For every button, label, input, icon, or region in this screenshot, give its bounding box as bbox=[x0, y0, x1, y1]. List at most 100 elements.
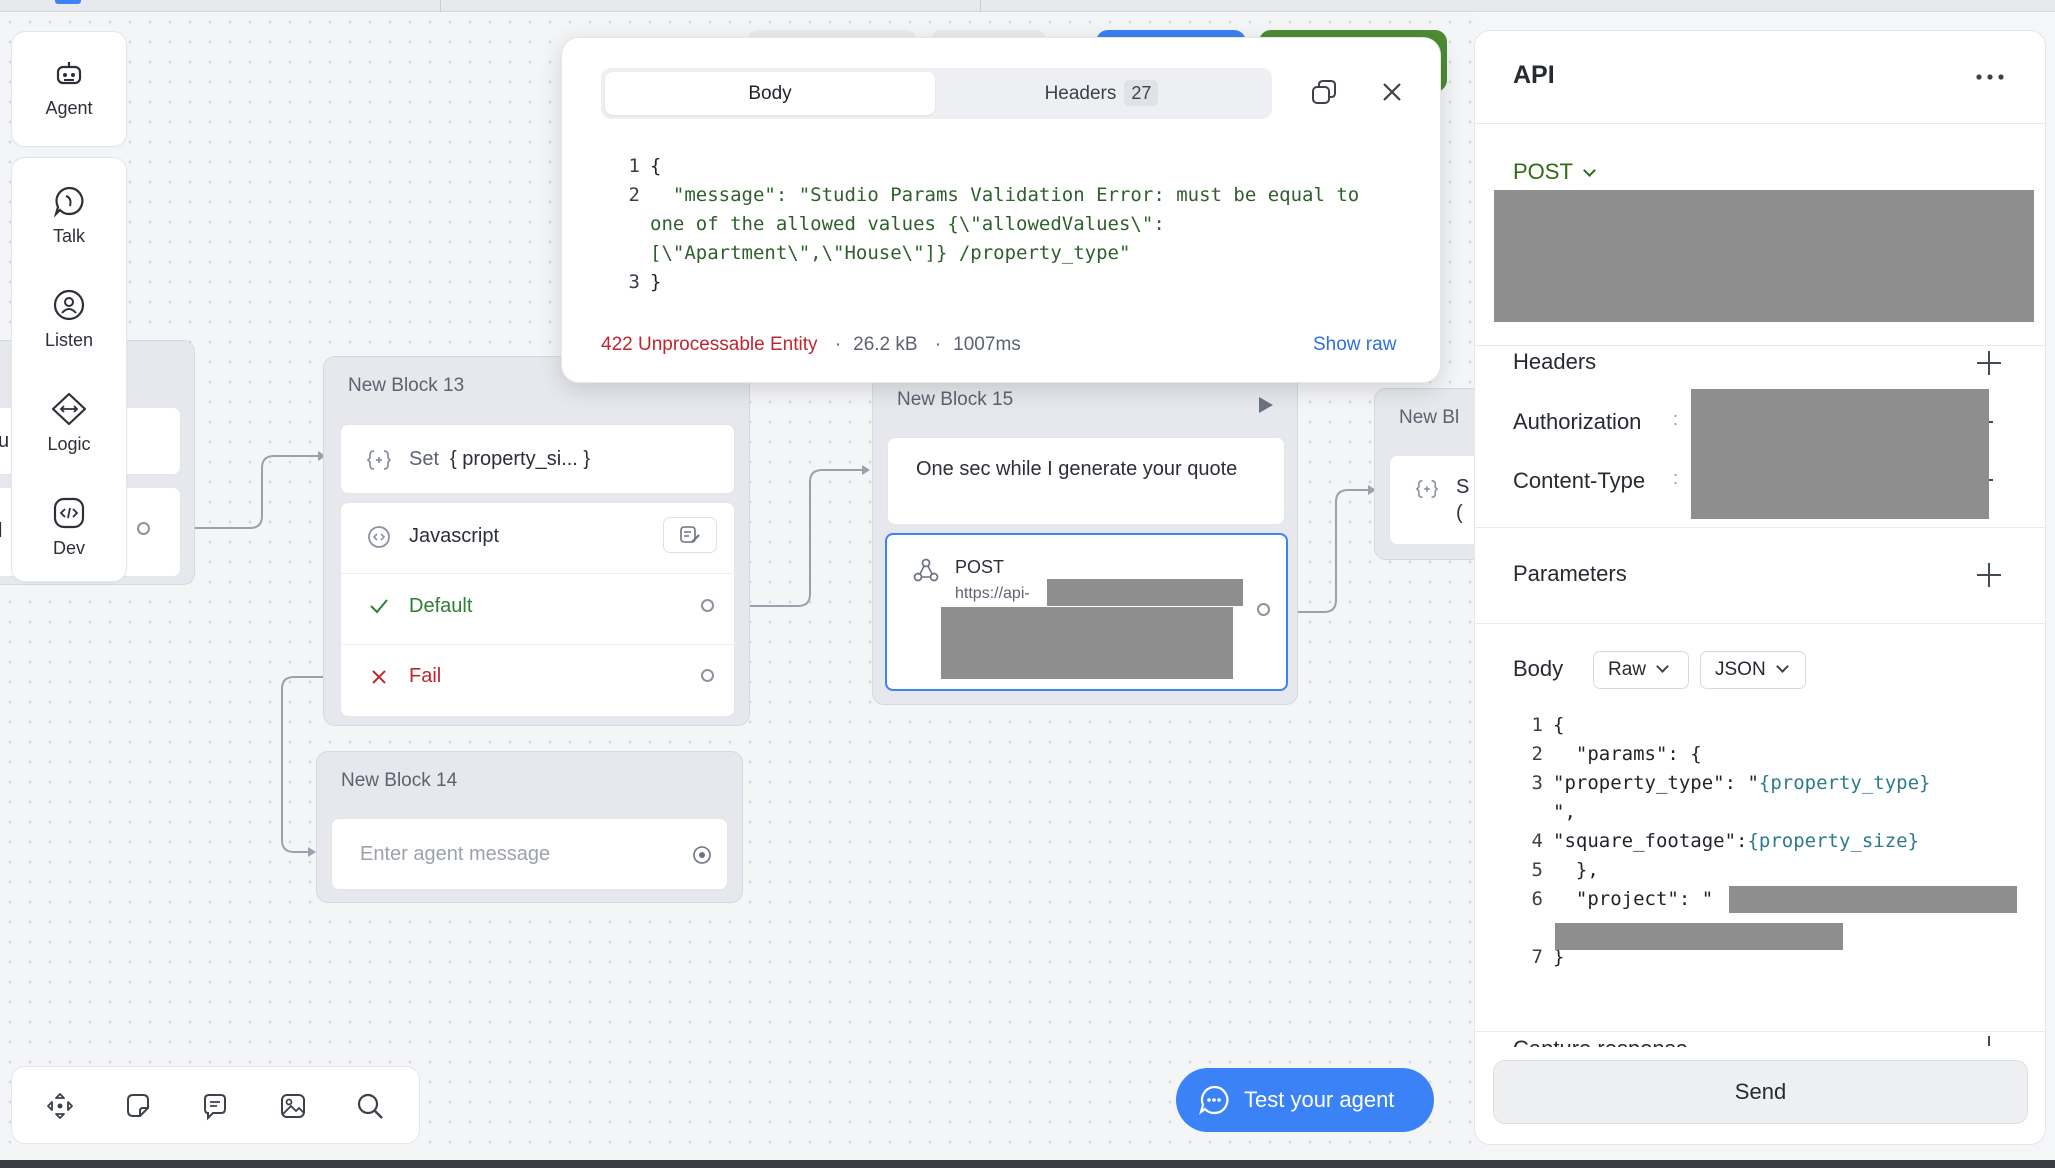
message-placeholder: Enter agent message bbox=[360, 843, 551, 865]
step-text: ( bbox=[1456, 502, 1463, 524]
add-capture-icon[interactable] bbox=[1977, 1036, 2001, 1046]
check-icon bbox=[370, 599, 388, 614]
response-body: 1{ 2 "message": "Studio Params Validatio… bbox=[628, 155, 1360, 293]
body-label: Body bbox=[1513, 656, 1564, 681]
body-editor[interactable]: 1{ 2 "params": { 3 "property_type": "{pr… bbox=[1531, 714, 1931, 968]
robot-icon bbox=[56, 62, 82, 85]
variable-icon bbox=[1416, 479, 1438, 499]
response-time: 1007ms bbox=[953, 334, 1021, 355]
block-title: New Bl bbox=[1399, 407, 1460, 428]
edit-icon bbox=[680, 526, 700, 543]
move-icon[interactable] bbox=[45, 1091, 75, 1121]
talk-label: Talk bbox=[52, 226, 85, 246]
project-redacted bbox=[1729, 886, 2017, 913]
copy-icon[interactable] bbox=[1310, 78, 1338, 106]
tab-body-label: Body bbox=[748, 83, 792, 104]
separator: · bbox=[834, 334, 842, 355]
tab-separator bbox=[980, 0, 981, 12]
body-mode-select[interactable]: Raw bbox=[1593, 651, 1689, 689]
headers-label: Headers bbox=[1513, 349, 1597, 374]
block-13[interactable]: New Block 13 Set { property_si... } Java… bbox=[323, 356, 750, 726]
block-15[interactable]: New Block 15 One sec while I generate yo… bbox=[872, 370, 1298, 705]
send-label: Send bbox=[1734, 1079, 1787, 1104]
send-button[interactable]: Send bbox=[1493, 1060, 2028, 1124]
status-code: 422 Unprocessable Entity bbox=[601, 334, 818, 355]
output-port[interactable] bbox=[137, 522, 150, 535]
logic-icon bbox=[51, 392, 87, 426]
listen-button[interactable]: Listen bbox=[12, 288, 126, 351]
dev-label: Dev bbox=[52, 538, 85, 558]
chat-icon bbox=[1199, 1085, 1229, 1115]
step-text: S bbox=[1456, 476, 1470, 498]
capture-response-label: Capture response bbox=[1513, 1031, 1688, 1047]
target-icon bbox=[693, 846, 711, 864]
listen-label: Listen bbox=[44, 330, 94, 350]
url-redacted[interactable] bbox=[1494, 190, 2034, 322]
agent-button[interactable]: Agent bbox=[12, 58, 126, 119]
add-parameter-icon[interactable] bbox=[1977, 563, 2001, 587]
api-output-port[interactable] bbox=[1257, 603, 1270, 616]
body-mode-value: Raw bbox=[1608, 659, 1647, 680]
set-step[interactable]: Set { property_si... } bbox=[340, 424, 735, 494]
webhook-icon bbox=[913, 558, 939, 582]
project-redacted bbox=[1555, 923, 1843, 950]
header-separator: : bbox=[1673, 468, 1679, 488]
header-separator: : bbox=[1673, 409, 1679, 429]
api-url: https://api- bbox=[955, 585, 1030, 602]
api-panel: API POST Headers Authorization : Content… bbox=[1474, 30, 2046, 1145]
tab-headers[interactable]: Headers 27 bbox=[935, 72, 1268, 115]
image-icon[interactable] bbox=[278, 1091, 308, 1121]
api-step[interactable]: POST https://api- bbox=[885, 533, 1288, 691]
header-key: Content-Type bbox=[1513, 468, 1646, 493]
fail-output-port[interactable] bbox=[701, 669, 714, 682]
redacted-region bbox=[1047, 579, 1243, 606]
test-agent-label: Test your agent bbox=[1244, 1087, 1395, 1112]
response-tabs: Body Headers 27 bbox=[601, 68, 1272, 119]
panel-title: API bbox=[1513, 61, 1555, 89]
add-header-icon[interactable] bbox=[1977, 351, 2001, 375]
api-method: POST bbox=[955, 557, 1005, 577]
default-path-label: Default bbox=[409, 595, 473, 617]
dev-button[interactable]: Dev bbox=[12, 496, 126, 559]
javascript-label: Javascript bbox=[409, 525, 500, 547]
chevron-down-icon bbox=[1656, 660, 1669, 673]
more-icon[interactable] bbox=[1975, 73, 2005, 81]
block-title: New Block 13 bbox=[348, 375, 465, 396]
tab-body[interactable]: Body bbox=[605, 72, 935, 115]
headers-count-badge: 27 bbox=[1124, 80, 1159, 106]
default-output-port[interactable] bbox=[701, 599, 714, 612]
talk-icon bbox=[53, 186, 84, 218]
agent-message-input[interactable]: Enter agent message bbox=[331, 818, 728, 890]
block-title: New Block 14 bbox=[341, 770, 458, 791]
canvas-toolbar bbox=[11, 1066, 420, 1144]
code-icon bbox=[53, 497, 85, 529]
set-prefix: Set bbox=[409, 448, 440, 470]
play-icon[interactable] bbox=[1255, 395, 1275, 415]
test-agent-button[interactable]: Test your agent bbox=[1176, 1068, 1434, 1132]
response-meta: 422 Unprocessable Entity ·26.2 kB ·1007m… bbox=[601, 334, 1021, 356]
talk-button[interactable]: Talk bbox=[12, 184, 126, 247]
show-raw-link[interactable]: Show raw bbox=[1313, 334, 1397, 355]
logic-label: Logic bbox=[47, 434, 91, 454]
chevron-down-icon bbox=[1775, 660, 1789, 673]
search-icon[interactable] bbox=[355, 1091, 385, 1121]
comment-icon[interactable] bbox=[200, 1091, 230, 1121]
header-values-redacted[interactable] bbox=[1691, 389, 1989, 519]
set-label: { property_si... } bbox=[450, 448, 591, 470]
fail-path-label: Fail bbox=[409, 665, 442, 687]
tab-headers-label: Headers bbox=[1044, 83, 1117, 104]
window-bottom-edge bbox=[0, 1160, 2055, 1168]
method-select[interactable]: POST bbox=[1513, 159, 1596, 185]
message-text: One sec while I generate your quote bbox=[916, 458, 1238, 480]
sticky-note-icon[interactable] bbox=[123, 1091, 153, 1121]
close-icon[interactable] bbox=[1380, 80, 1404, 104]
edit-code-button[interactable] bbox=[663, 517, 717, 553]
parameters-label: Parameters bbox=[1513, 561, 1627, 586]
agent-label: Agent bbox=[45, 98, 93, 118]
body-format-select[interactable]: JSON bbox=[1700, 651, 1806, 689]
logic-button[interactable]: Logic bbox=[12, 392, 126, 455]
message-step[interactable]: One sec while I generate your quote bbox=[887, 437, 1285, 525]
block-14[interactable]: New Block 14 Enter agent message bbox=[316, 751, 743, 903]
header-key: Authorization bbox=[1513, 409, 1642, 434]
javascript-step[interactable]: Javascript Default Fail bbox=[340, 502, 736, 717]
